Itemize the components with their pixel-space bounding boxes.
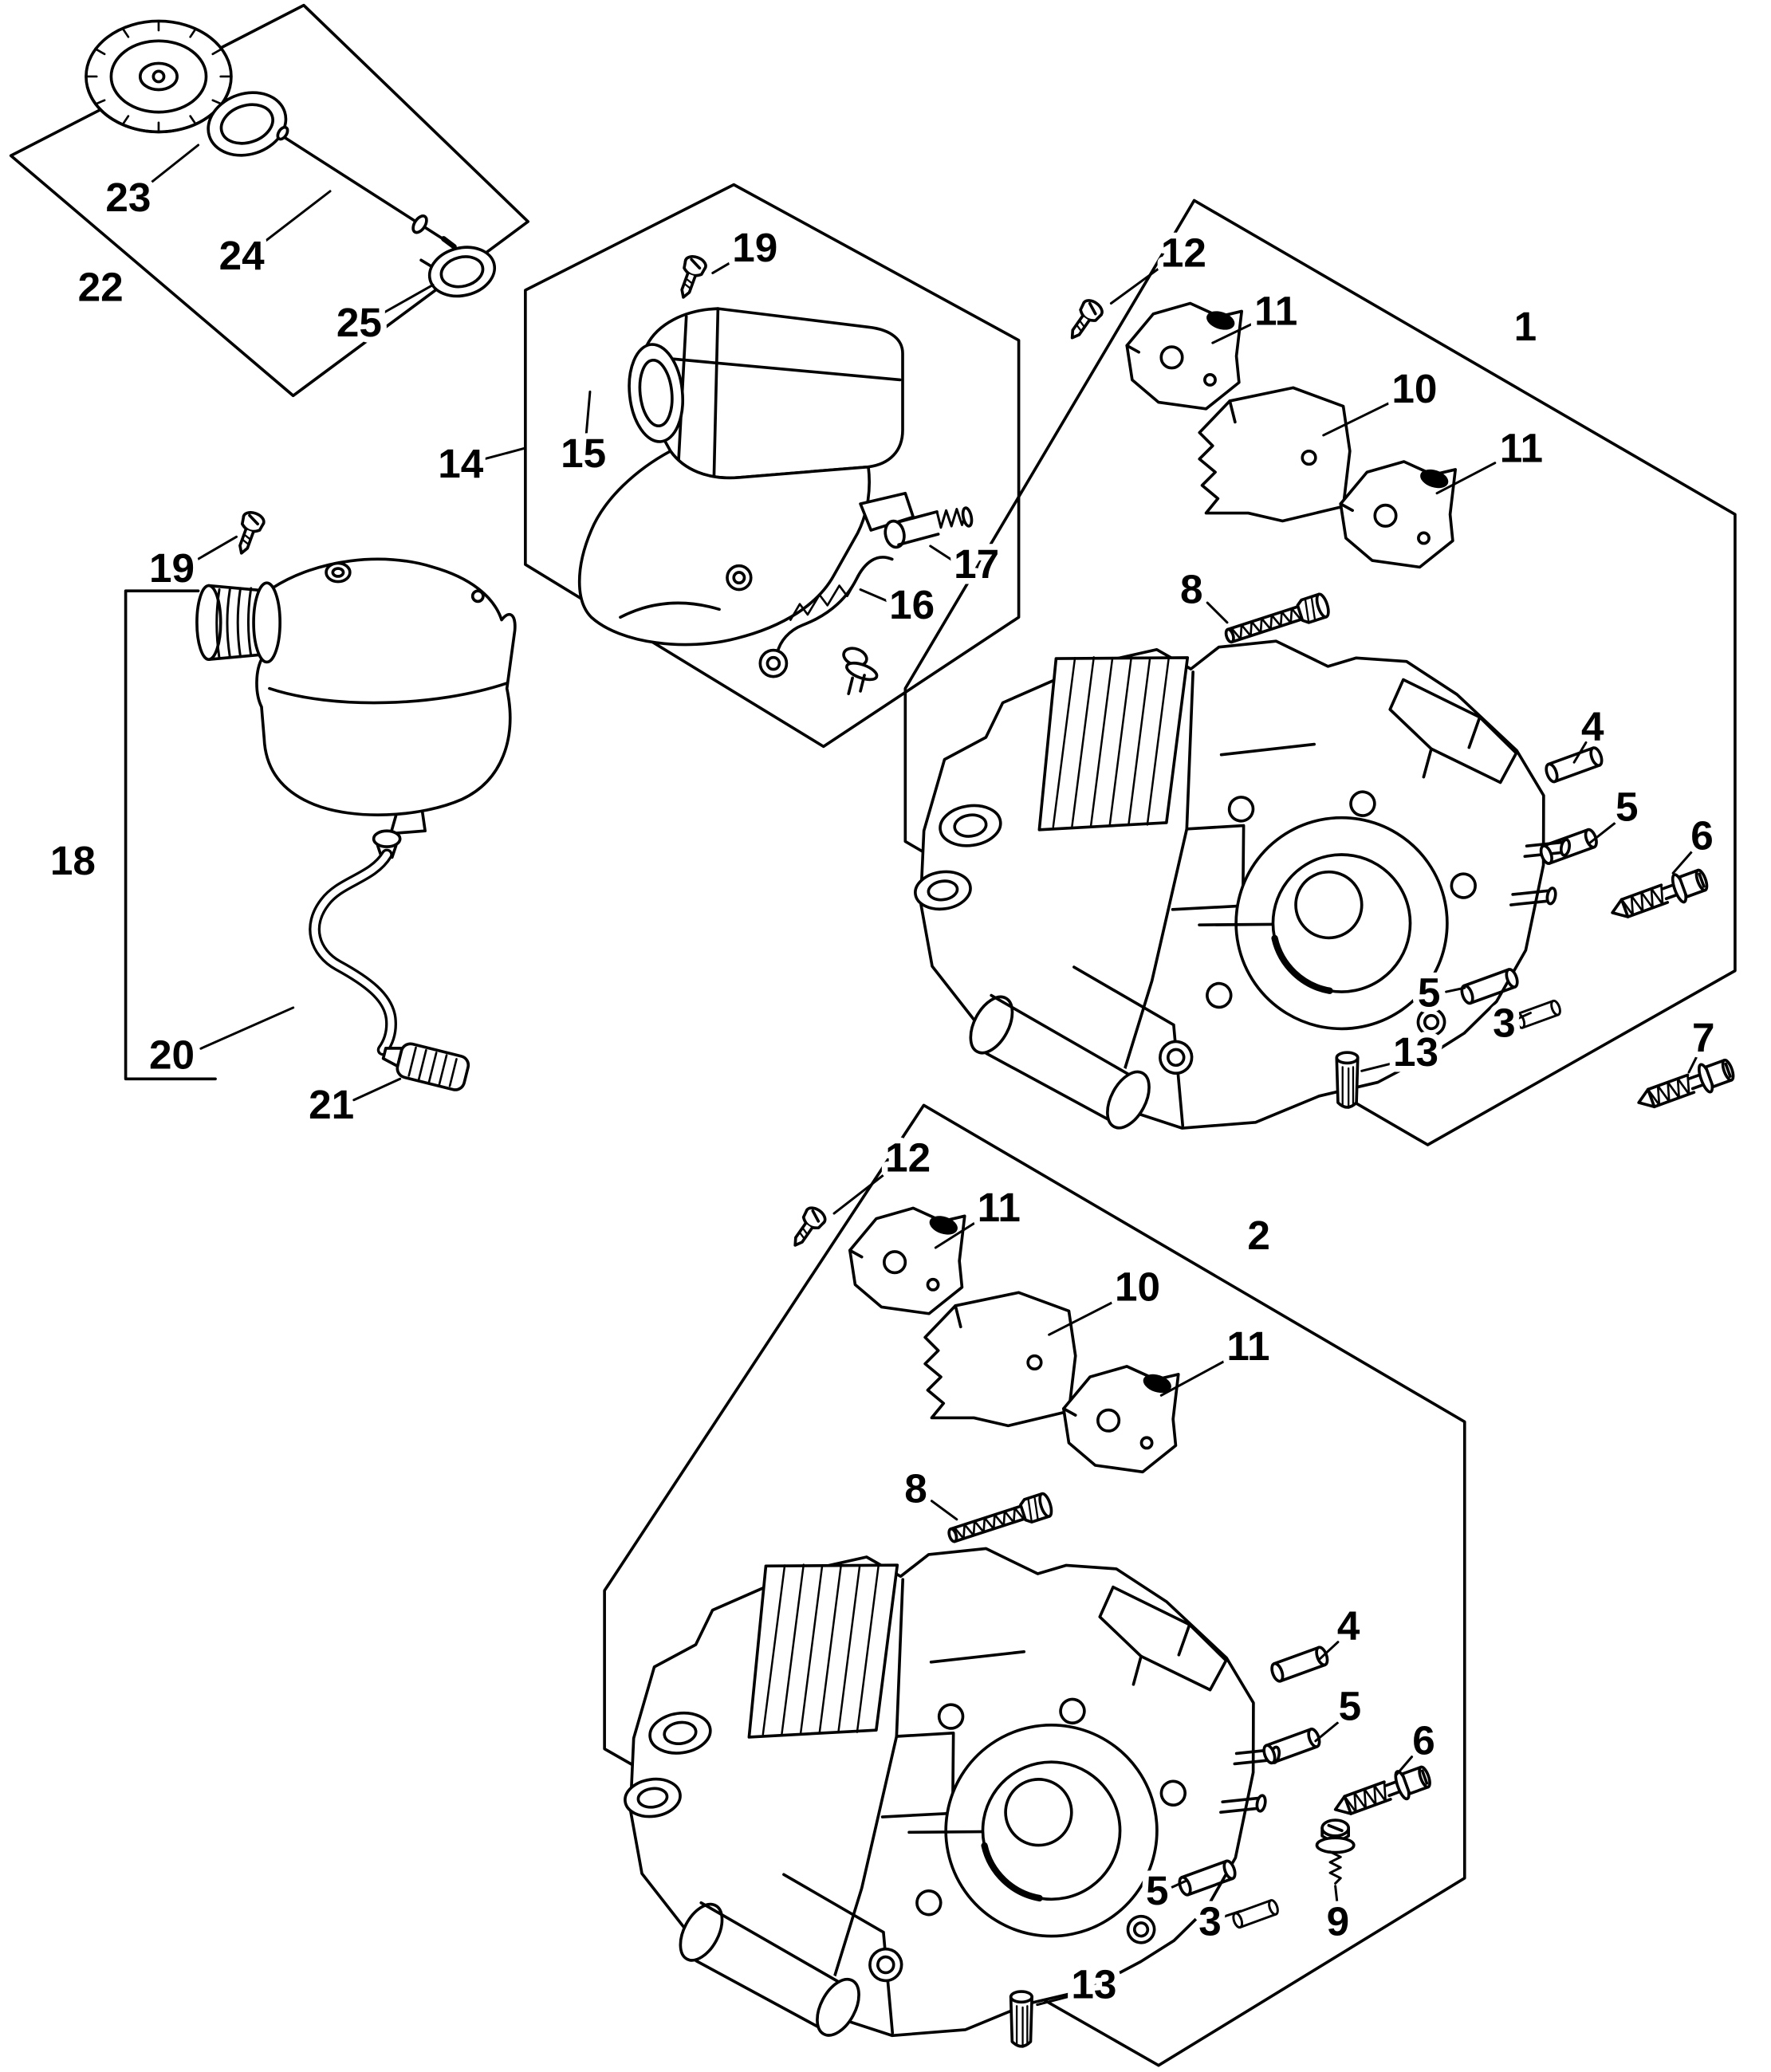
part-3-pin (1513, 998, 1563, 1031)
part-25-retainer-ring (419, 246, 497, 298)
group-2-crankcase-assembly (585, 1103, 1466, 2072)
callout-6-lower: 6 (1412, 1718, 1435, 1763)
part-16-hose (758, 556, 894, 696)
callout-2-group: 2 (1247, 1213, 1270, 1258)
group-2-outline (603, 1103, 1466, 2067)
callout-1-group: 1 (1514, 304, 1537, 349)
part-12-screw (1061, 295, 1107, 346)
group-1-outline (903, 199, 1737, 1146)
callout-5-upper-a: 5 (1616, 784, 1639, 829)
part-4-pin (1542, 745, 1606, 785)
part-7-screw (1632, 1053, 1738, 1118)
part-retainer-rod (276, 125, 457, 250)
callout-8-upper: 8 (1180, 566, 1203, 611)
part-12-screw (785, 1203, 830, 1253)
callout-5-upper-b: 5 (1418, 970, 1441, 1016)
part-2-crankcase (585, 1491, 1306, 2072)
callout-11-upper-right: 11 (1500, 425, 1543, 470)
group-1-crankcase-assembly (875, 199, 1738, 1201)
callout-13-lower: 13 (1071, 1962, 1116, 2007)
callout-8-lower: 8 (904, 1466, 927, 1512)
callout-10-upper: 10 (1391, 366, 1437, 411)
part-17-threaded-fitting (884, 506, 974, 549)
callout-19-housing-screw: 19 (732, 225, 777, 270)
part-13-sleeve (1335, 1051, 1360, 1110)
callout-6-upper: 6 (1690, 813, 1714, 859)
callout-19-tank-screw: 19 (149, 545, 195, 591)
callout-23: 23 (105, 175, 151, 220)
part-8-bolt (1221, 591, 1332, 650)
part-8-bolt (944, 1491, 1056, 1549)
callout-5-lower-b: 5 (1146, 1868, 1169, 1913)
part-4-pin (1268, 1644, 1332, 1685)
part-10-plate (923, 1291, 1077, 1428)
part-19-screw-housing (671, 252, 710, 303)
callout-3-upper: 3 (1493, 1001, 1516, 1046)
callout-21: 21 (309, 1082, 354, 1127)
part-5-pin (1260, 1726, 1324, 1766)
callout-11-lower-left: 11 (978, 1185, 1021, 1230)
callout-9: 9 (1327, 1898, 1350, 1944)
part-11-plate (1062, 1365, 1180, 1474)
part-13-sleeve (1009, 1990, 1033, 2049)
part-14-housing (577, 307, 915, 647)
callout-22-group: 22 (78, 265, 124, 310)
callout-18-group: 18 (50, 838, 96, 883)
callout-13-upper: 13 (1393, 1029, 1438, 1075)
part-15-seal-ring (628, 343, 684, 443)
group-22-fuel-cap-assembly (9, 3, 529, 398)
callout-3-lower: 3 (1198, 1898, 1222, 1944)
callout-20: 20 (149, 1032, 195, 1077)
part-11-plate (848, 1206, 966, 1315)
part-19-screw-tank (230, 508, 268, 559)
part-23-cap (85, 19, 233, 134)
callout-5-lower-a: 5 (1339, 1684, 1362, 1729)
callout-24: 24 (219, 233, 266, 278)
callout-25: 25 (336, 300, 382, 345)
group-14-outline (524, 183, 1021, 749)
callout-11-upper-left: 11 (1254, 288, 1297, 333)
part-fuel-tank (195, 557, 517, 835)
group-14-handle-housing-assembly (524, 183, 1021, 749)
part-11-plate (1125, 301, 1243, 411)
part-11-plate (1339, 460, 1458, 569)
group-18-fuel-tank-assembly (124, 508, 517, 1091)
part-3-pin (1230, 1897, 1281, 1930)
callout-15: 15 (561, 431, 606, 476)
part-6-screw (1328, 1760, 1435, 1825)
callout-11-lower-right: 11 (1226, 1323, 1269, 1369)
part-1-crankcase (875, 584, 1596, 1201)
leader-lines (145, 144, 1700, 2007)
callout-14-group: 14 (438, 441, 484, 486)
part-9-screw (1315, 1818, 1356, 1885)
part-10-plate (1198, 386, 1352, 523)
callout-4-lower: 4 (1337, 1603, 1360, 1649)
callout-16: 16 (889, 582, 935, 627)
callout-12-lower: 12 (885, 1134, 931, 1180)
part-21-fuel-filter (381, 1042, 470, 1091)
part-24-gasket (207, 91, 288, 157)
callout-17: 17 (954, 541, 999, 587)
group-18-bracket (124, 589, 217, 1081)
part-20-fuel-line (309, 829, 402, 1056)
callout-4-upper: 4 (1581, 703, 1604, 749)
callout-10-lower: 10 (1115, 1264, 1160, 1310)
callout-7: 7 (1692, 1015, 1715, 1060)
callout-12-upper: 12 (1161, 230, 1206, 275)
part-6-screw (1606, 863, 1712, 928)
